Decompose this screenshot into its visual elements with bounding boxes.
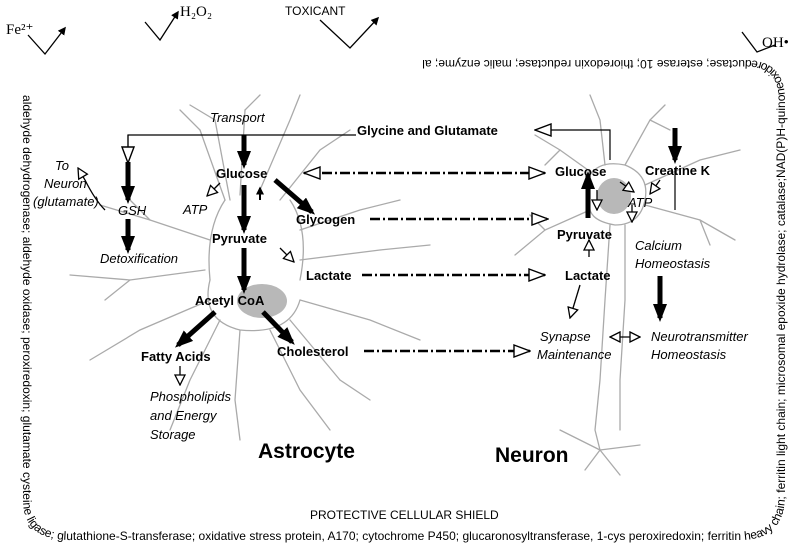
storage-label: Storage — [150, 427, 196, 442]
open-arrows — [78, 168, 660, 385]
to-neuron-label-1: To — [55, 158, 69, 173]
glycogen-label: Glycogen — [296, 212, 356, 227]
transport-line — [128, 130, 676, 210]
neuron-atp-label: ATP — [628, 195, 653, 210]
acetyl-coa-label: Acetyl CoA — [195, 293, 265, 308]
astrocyte-title: Astrocyte — [258, 440, 355, 463]
neuron-pyruvate-label: Pyruvate — [557, 227, 612, 242]
astro-lactate-label: Lactate — [306, 268, 352, 283]
fatty-acids-label: Fatty Acids — [141, 349, 211, 364]
and-energy-label: and Energy — [150, 408, 217, 423]
gsh-label: GSH — [118, 203, 147, 218]
neurotransmitter-label-1: Neurotransmitter — [651, 329, 748, 344]
phospholipids-label: Phospholipids — [150, 389, 231, 404]
astro-pyruvate-label: Pyruvate — [212, 231, 267, 246]
transport-label: Transport — [210, 110, 265, 125]
synapse-label-2: Maintenance — [537, 347, 612, 362]
astro-glucose-label: Glucose — [216, 166, 268, 181]
calcium-label-1: Calcium — [635, 238, 682, 253]
neurotransmitter-label-2: Homeostasis — [651, 347, 727, 362]
to-neuron-label-2: Neuron — [44, 176, 87, 191]
creatine-k-label: Creatine K — [645, 163, 711, 178]
neuron-title: Neuron — [495, 444, 569, 467]
neuron-cell — [514, 94, 741, 476]
hydroxyl-label: OH• — [762, 35, 789, 51]
h2o2-label: H₂O₂ — [180, 4, 213, 20]
glycine-glutamate-label: Glycine and Glutamate — [357, 123, 498, 138]
neuron-lactate-label: Lactate — [565, 268, 611, 283]
top-arrows — [27, 10, 776, 56]
toxicant-label: TOXICANT — [285, 4, 346, 18]
astrocyte-cell — [69, 94, 431, 441]
neuron-glucose-label: Glucose — [555, 164, 607, 179]
cholesterol-label: Cholesterol — [277, 344, 349, 359]
synapse-label-1: Synapse — [540, 329, 591, 344]
detoxification-label: Detoxification — [100, 251, 179, 266]
dashed-arrows — [304, 173, 548, 351]
calcium-label-2: Homeostasis — [635, 256, 711, 271]
solid-arrows — [121, 128, 682, 348]
neuron-nucleus — [597, 178, 631, 214]
fe2-label: Fe²⁺ — [6, 22, 34, 38]
astro-atp-label: ATP — [183, 202, 208, 217]
shield-label: PROTECTIVE CELLULAR SHIELD — [310, 508, 499, 522]
to-neuron-label-3: (glutamate) — [33, 194, 99, 209]
